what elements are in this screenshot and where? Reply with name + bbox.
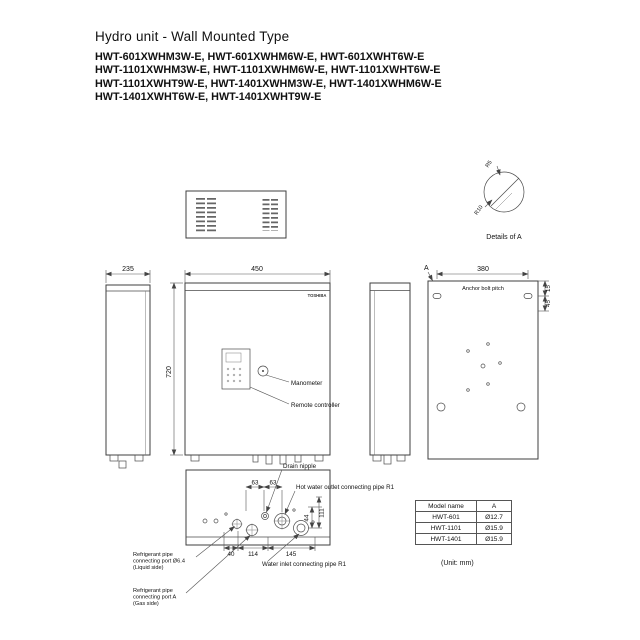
detail-a-caption: Details of A [486, 234, 522, 241]
pipe-stub [265, 454, 273, 465]
table-row: HWT-601 Ø12.7 [415, 511, 512, 523]
pipe-stub [118, 460, 127, 469]
dim-63-left: 63 [252, 480, 259, 487]
table-header-a: A [476, 500, 512, 512]
refrigerant-gas-port [245, 523, 259, 537]
dim-slot-offset: 45 [545, 300, 552, 307]
detail-a-marker: A [424, 265, 429, 272]
right-side-view [369, 282, 411, 465]
detail-a-circle [483, 171, 525, 213]
refrigerant-liquid-port [231, 518, 243, 530]
radius-r5-label: R5 [485, 160, 494, 169]
anchor-slot [523, 293, 533, 299]
svg-text:connecting port A: connecting port A [133, 595, 176, 601]
remote-controller-label: Remote controller [291, 402, 340, 409]
header: Hydro unit - Wall Mounted Type HWT-601XW… [95, 29, 442, 105]
anchor-bolt-pitch-label: Anchor bolt pitch [462, 286, 504, 292]
unit-note: (Unit: mm) [441, 560, 474, 567]
mounting-hole [516, 402, 526, 412]
mounting-hole [436, 402, 446, 412]
pipe-size-table-wrap: Model name A HWT-601 Ø12.7 HWT-1101 Ø15.… [415, 500, 512, 545]
refrigerant-gas-callout: Refrigerant pipe connecting port A (Gas … [133, 535, 251, 607]
table-cell-model: HWT-601 [415, 511, 477, 523]
right-side-outline [369, 282, 411, 456]
front-view: 450 720 TOSHIBA Manometer Remote control… [166, 266, 340, 465]
brand-logo: TOSHIBA [308, 293, 327, 298]
drain-nipple-port [261, 512, 269, 520]
table-row: HWT-1101 Ø15.9 [415, 522, 512, 534]
dim-44: 44 [304, 514, 311, 521]
pipe-size-table: Model name A HWT-601 Ø12.7 HWT-1101 Ø15.… [415, 500, 512, 545]
table-cell-model: HWT-1401 [415, 533, 477, 545]
svg-text:Refrigerant pipe: Refrigerant pipe [133, 588, 173, 594]
table-cell-a: Ø12.7 [476, 511, 512, 523]
pipe-stub [279, 454, 287, 465]
model-line-1: HWT-601XWHM3W-E, HWT-601XWHM6W-E, HWT-60… [95, 51, 425, 63]
model-line-4: HWT-1401XWHT6W-E, HWT-1401XWHT9W-E [95, 91, 322, 104]
foot [134, 454, 144, 462]
svg-text:connecting port Ø6.4: connecting port Ø6.4 [133, 559, 185, 565]
manometer-label: Manometer [291, 380, 322, 387]
top-view [185, 190, 287, 239]
svg-text:(Gas side): (Gas side) [133, 601, 159, 607]
model-line-2: HWT-1101XWHM3W-E, HWT-1101XWHM6W-E, HWT-… [95, 64, 441, 77]
foot [314, 454, 324, 462]
dim-front-width: 450 [251, 266, 263, 273]
dim-111: 111 [319, 508, 326, 518]
manometer-gauge [257, 365, 269, 377]
table-cell-a: Ø15.9 [476, 522, 512, 534]
table-cell-a: Ø15.9 [476, 533, 512, 545]
foot [372, 454, 382, 462]
dim-40: 40 [228, 551, 235, 558]
detail-a-view: R5 R10 Details of A [474, 160, 525, 241]
dim-top-offset: 15 [545, 285, 552, 292]
dim-63-right: 63 [270, 480, 277, 487]
rear-view: A 380 Anchor bolt pitch 15 45 [424, 265, 552, 460]
dim-height: 720 [166, 366, 173, 378]
model-line-3: HWT-1101XWHT9W-E, HWT-1401XWHM3W-E, HWT-… [95, 77, 442, 90]
hot-water-outlet-port [273, 512, 291, 530]
left-side-outline [105, 284, 151, 456]
dim-145: 145 [286, 551, 297, 558]
foot [396, 454, 406, 462]
model-list: HWT-601XWHM3W-E, HWT-601XWHM6W-E, HWT-60… [95, 51, 442, 105]
water-inlet-port [293, 520, 309, 536]
table-cell-model: HWT-1101 [415, 522, 477, 534]
water-inlet-label: Water inlet connecting pipe R1 [262, 561, 347, 568]
front-outline [184, 282, 331, 456]
dim-114: 114 [248, 551, 258, 558]
remote-controller-panel [221, 348, 251, 390]
foot [190, 454, 200, 462]
anchor-slot [432, 293, 442, 299]
dim-anchor-pitch: 380 [477, 266, 489, 273]
pipe-stub [294, 454, 302, 463]
pipe-stub [383, 454, 392, 465]
top-view-outline [185, 190, 287, 239]
bottom-view: Drain nipple 63 63 Hot water outlet conn… [133, 463, 395, 607]
foot [109, 454, 119, 462]
radius-r10-label: R10 [474, 205, 485, 217]
refrigerant-liquid-callout: Refrigerant pipe connecting port Ø6.4 (L… [133, 526, 235, 571]
svg-text:(Liquid side): (Liquid side) [133, 565, 164, 571]
drain-nipple-label: Drain nipple [283, 463, 317, 470]
bottom-outline [185, 469, 331, 546]
table-row: HWT-1401 Ø15.9 [415, 533, 512, 545]
dim-side-width: 235 [122, 266, 134, 273]
page-title: Hydro unit - Wall Mounted Type [95, 29, 290, 44]
svg-text:Refrigerant pipe: Refrigerant pipe [133, 552, 173, 558]
left-side-view: 235 [105, 266, 151, 469]
pipe-stub [252, 454, 259, 463]
hot-water-outlet-label: Hot water outlet connecting pipe R1 [296, 484, 395, 491]
rear-outline [427, 280, 539, 460]
table-header-model: Model name [415, 500, 477, 512]
